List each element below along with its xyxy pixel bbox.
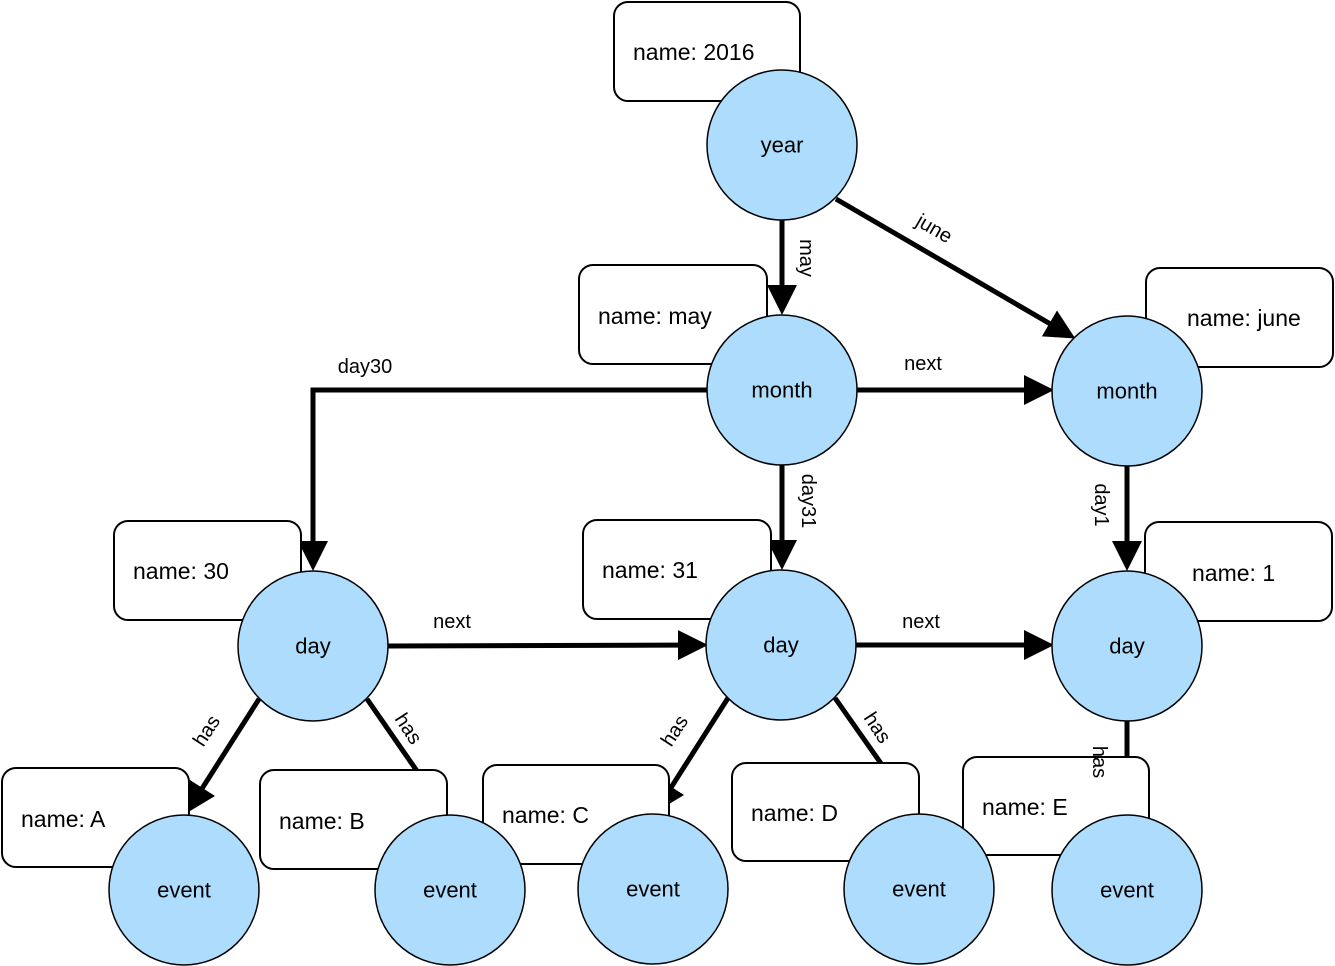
node-label-day_31: day (763, 633, 798, 658)
property-box-day_30: name: 30 (113, 520, 302, 621)
edge-label-d30-a: has (189, 711, 225, 750)
node-event_e[interactable]: event (1051, 814, 1203, 966)
edge-label-may-june: next (904, 353, 942, 375)
node-circle (577, 813, 729, 965)
node-circle (706, 314, 858, 466)
property-box-frame (1144, 521, 1333, 622)
property-text-event_c: name: C (502, 802, 589, 828)
node-day_31[interactable]: day (705, 569, 857, 721)
node-circle (1051, 315, 1203, 467)
property-text-year: name: 2016 (633, 39, 754, 65)
edge-year-june (834, 196, 1076, 339)
edge-label-d31-d1: next (902, 611, 940, 633)
node-label-month_june: month (1096, 379, 1157, 404)
node-circle (1051, 814, 1203, 966)
node-label-event_c: event (626, 877, 680, 902)
edge-label-may-day30: day30 (338, 356, 393, 378)
node-event_b[interactable]: event (374, 814, 526, 966)
node-circle (1051, 570, 1203, 722)
node-circle (843, 813, 995, 965)
property-box-frame (582, 519, 772, 620)
property-box-month_june: name: june (1145, 267, 1334, 368)
node-label-event_b: event (423, 878, 477, 903)
node-label-event_e: event (1100, 878, 1154, 903)
node-label-event_a: event (157, 878, 211, 903)
nodes-layer: year month month day day day event event event ev… (108, 69, 1203, 966)
node-label-month_may: month (751, 378, 812, 403)
edge-label-may-day31: day31 (797, 474, 819, 529)
node-event_d[interactable]: event (843, 813, 995, 965)
node-event_a[interactable]: event (108, 814, 260, 966)
property-text-event_b: name: B (279, 808, 365, 834)
property-text-day_31: name: 31 (602, 557, 698, 583)
property-text-day_1: name: 1 (1192, 560, 1275, 586)
edge-label-year-june: june (911, 210, 956, 248)
edge-label-d30-d31: next (433, 611, 471, 633)
edge-label-d1-e: has (1088, 746, 1110, 778)
node-day_30[interactable]: day (237, 570, 389, 722)
property-box-day_1: name: 1 (1144, 521, 1333, 622)
node-circle (705, 569, 857, 721)
property-box-month_may: name: may (578, 264, 768, 365)
property-box-frame (113, 520, 302, 621)
property-text-day_30: name: 30 (133, 558, 229, 584)
node-circle (706, 69, 858, 221)
edge-d30-d31 (387, 630, 708, 661)
property-box-frame (578, 264, 768, 365)
property-text-event_d: name: D (751, 800, 838, 826)
property-box-frame (1145, 267, 1334, 368)
node-day_1[interactable]: day (1051, 570, 1203, 722)
node-month_june[interactable]: month (1051, 315, 1203, 467)
property-text-month_june: name: june (1187, 305, 1301, 331)
property-box-day_31: name: 31 (582, 519, 772, 620)
edge-label-year-may: may (795, 239, 817, 277)
property-text-month_may: name: may (598, 303, 712, 329)
node-year[interactable]: year (706, 69, 858, 221)
node-month_may[interactable]: month (706, 314, 858, 466)
node-label-day_1: day (1109, 634, 1144, 659)
edge-label-d31-c: has (657, 711, 693, 750)
node-circle (237, 570, 389, 722)
node-circle (108, 814, 260, 966)
edge-may-day30 (298, 387, 707, 571)
property-text-event_e: name: E (982, 794, 1068, 820)
edge-d30-a (186, 697, 262, 814)
property-text-event_a: name: A (21, 806, 106, 832)
edge-label-june-day1: day1 (1090, 483, 1112, 526)
node-circle (374, 814, 526, 966)
node-label-event_d: event (892, 877, 946, 902)
node-label-day_30: day (295, 634, 330, 659)
node-event_c[interactable]: event (577, 813, 729, 965)
node-label-year: year (761, 133, 804, 158)
